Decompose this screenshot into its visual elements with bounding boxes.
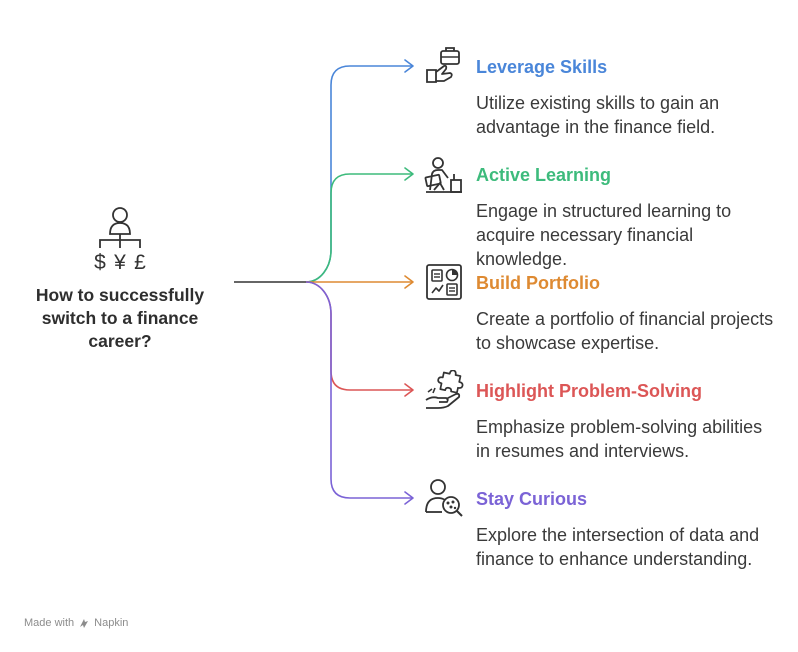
branch-desc-stay-curious: Explore the intersection of data and fin… [476,525,760,569]
connector-highlight-problem-solving [305,281,413,391]
arrowhead-leverage-skills [404,59,414,73]
arrowhead-build-portfolio [404,275,414,289]
branch-desc-build-portfolio: Create a portfolio of financial projects… [476,309,774,353]
connector-stay-curious [305,281,413,499]
person-studying-icon [424,157,462,193]
branch-title-stay-curious: Stay Curious [476,489,588,509]
hand-briefcase-icon [426,47,460,83]
arrowhead-active-learning [404,167,414,181]
pound-symbol: £ [134,251,146,274]
branch-title-build-portfolio: Build Portfolio [476,273,600,293]
arrowhead-highlight-problem-solving [404,383,414,397]
dollar-symbol: $ [94,251,106,274]
person-currency-icon: $ ¥ £ [94,207,146,274]
yen-symbol: ¥ [113,251,126,274]
branch-desc-leverage-skills: Utilize existing skills to gain an advan… [476,93,720,137]
person-magnifier-icon [425,479,463,517]
branch-desc-highlight-problem-solving: Emphasize problem-solving abilities in r… [476,417,763,461]
connector-active-learning [305,173,413,283]
footer-watermark: Made with Napkin [24,617,128,629]
branch-title-leverage-skills: Leverage Skills [476,57,608,77]
branch-desc-active-learning: Engage in structured learning to acquire… [476,201,732,269]
branch-title-highlight-problem-solving: Highlight Problem-Solving [476,381,702,401]
footer-made-with: Made with [24,617,75,629]
arrowhead-stay-curious [404,491,414,505]
napkin-logo-icon [80,619,89,628]
root-title: How to successfully switch to a finance … [35,285,205,351]
portfolio-board-icon [426,264,462,300]
footer-brand: Napkin [94,617,129,629]
branch-title-active-learning: Active Learning [476,165,612,185]
hand-puzzle-icon [425,370,464,409]
